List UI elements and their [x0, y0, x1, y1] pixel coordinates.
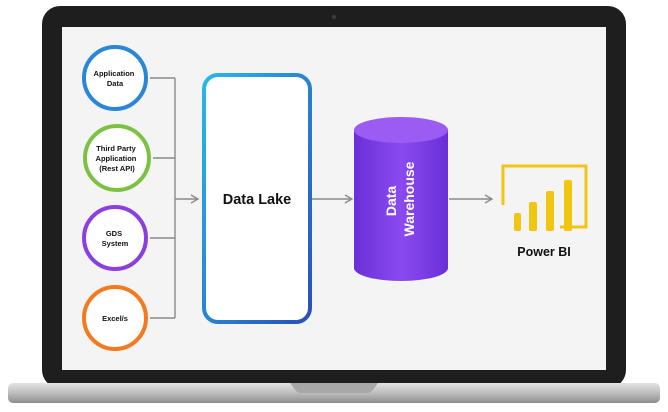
svg-text:Excel/s: Excel/s	[102, 314, 128, 323]
data-lake: Data Lake	[202, 73, 312, 324]
svg-text:Third Party Application: Third Party Application (Rest API)	[96, 144, 139, 173]
source-label: (Rest API)	[99, 164, 135, 173]
svg-text:Data Warehouse: Data Warehouse	[383, 161, 417, 236]
source-circle	[82, 285, 148, 351]
warehouse-body	[354, 130, 448, 281]
data-lake-label: Data Lake	[223, 192, 292, 208]
source-label: Excel/s	[102, 314, 128, 323]
source-circle	[82, 205, 148, 271]
warehouse-top	[354, 117, 448, 143]
powerbi-label: Power BI	[517, 245, 571, 259]
source-label: System	[102, 239, 129, 248]
warehouse-label: Data	[383, 186, 399, 217]
source-circle	[83, 124, 151, 192]
source-circle	[82, 45, 148, 111]
data-warehouse: Data Warehouse	[354, 117, 448, 281]
laptop-camera	[331, 14, 337, 20]
source-label: Data	[107, 79, 124, 88]
data-lake-box	[202, 73, 312, 324]
source-label: Application	[94, 69, 135, 78]
source-label: Third Party	[96, 144, 136, 153]
source-connectors	[150, 77, 494, 319]
warehouse-label: Warehouse	[401, 161, 417, 236]
powerbi-bar	[546, 191, 554, 231]
source-gds-system: GDS System	[82, 205, 148, 271]
powerbi-bar	[514, 213, 521, 231]
powerbi-bar	[529, 202, 537, 231]
svg-text:GDS System: GDS System	[102, 229, 129, 248]
source-application-data: Application Data	[82, 45, 148, 111]
laptop-notch	[290, 383, 378, 393]
source-label: GDS	[106, 229, 122, 238]
powerbi-frame	[501, 164, 588, 229]
source-excel: Excel/s	[82, 285, 148, 351]
power-bi: Power BI	[501, 164, 588, 259]
source-third-party: Third Party Application (Rest API)	[83, 124, 151, 192]
powerbi-bar	[564, 180, 572, 231]
svg-text:Application Data: Application Data	[94, 69, 137, 88]
source-label: Application	[96, 154, 137, 163]
